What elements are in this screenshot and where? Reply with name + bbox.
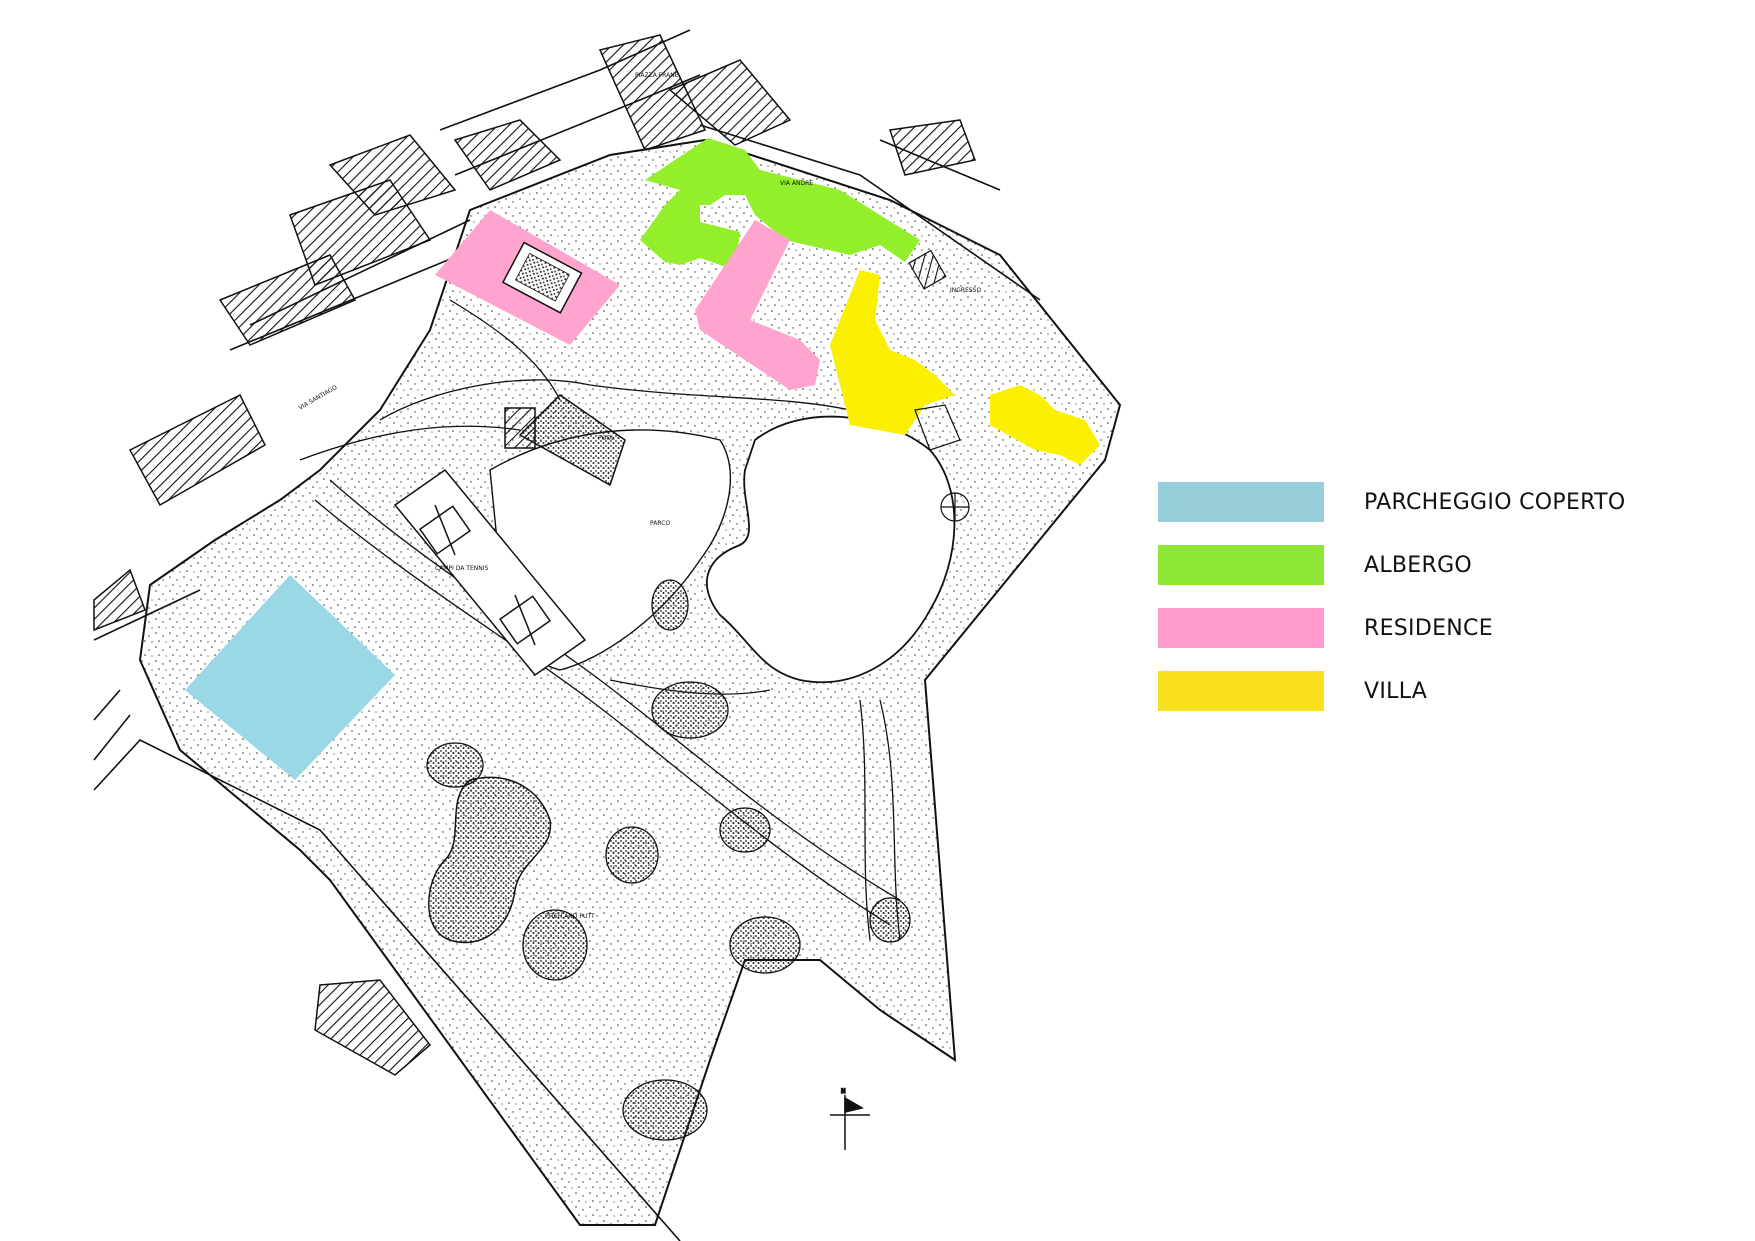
label-west-road: VIA SANTIAGO [298, 384, 339, 412]
tennis-courts [393, 468, 587, 677]
legend-label: RESIDENCE [1364, 616, 1493, 641]
legend-item-albergo: ALBERGO [1158, 545, 1718, 585]
zone-villa [830, 270, 1100, 465]
legend-swatch [1158, 545, 1324, 585]
label-piazza: PIAZZA FRANE [635, 72, 679, 79]
legend-label: VILLA [1364, 679, 1428, 704]
legend-item-residence: RESIDENCE [1158, 608, 1718, 648]
label-pool: POOL [598, 435, 615, 442]
pool [504, 394, 626, 487]
city-blocks [93, 34, 977, 1076]
legend-item-villa: VILLA [1158, 671, 1718, 711]
legend-swatch [1158, 608, 1324, 648]
entrance-details [908, 249, 970, 522]
label-north-road: VIA ANDRE [780, 180, 813, 187]
label-tennis: CAMPI DA TENNIS [435, 565, 488, 572]
garden-paths [299, 299, 901, 941]
legend-swatch [1158, 482, 1324, 522]
legend-swatch [1158, 671, 1324, 711]
label-pitch-putt: PITCH AND PUTT [545, 913, 595, 920]
label-parco: PARCO [650, 520, 670, 527]
legend-label: PARCHEGGIO COPERTO [1364, 490, 1626, 515]
legend-item-parcheggio: PARCHEGGIO COPERTO [1158, 482, 1718, 522]
wooded-area [428, 776, 552, 944]
north-arrow-label: N [841, 1088, 846, 1095]
putting-greens [426, 579, 911, 1141]
zone-parcheggio-coperto [185, 575, 395, 780]
legend-label: ALBERGO [1364, 553, 1473, 578]
label-ingresso: INGRESSO [950, 287, 981, 294]
zone-albergo [640, 138, 920, 270]
north-arrow-icon: N [830, 1087, 870, 1150]
